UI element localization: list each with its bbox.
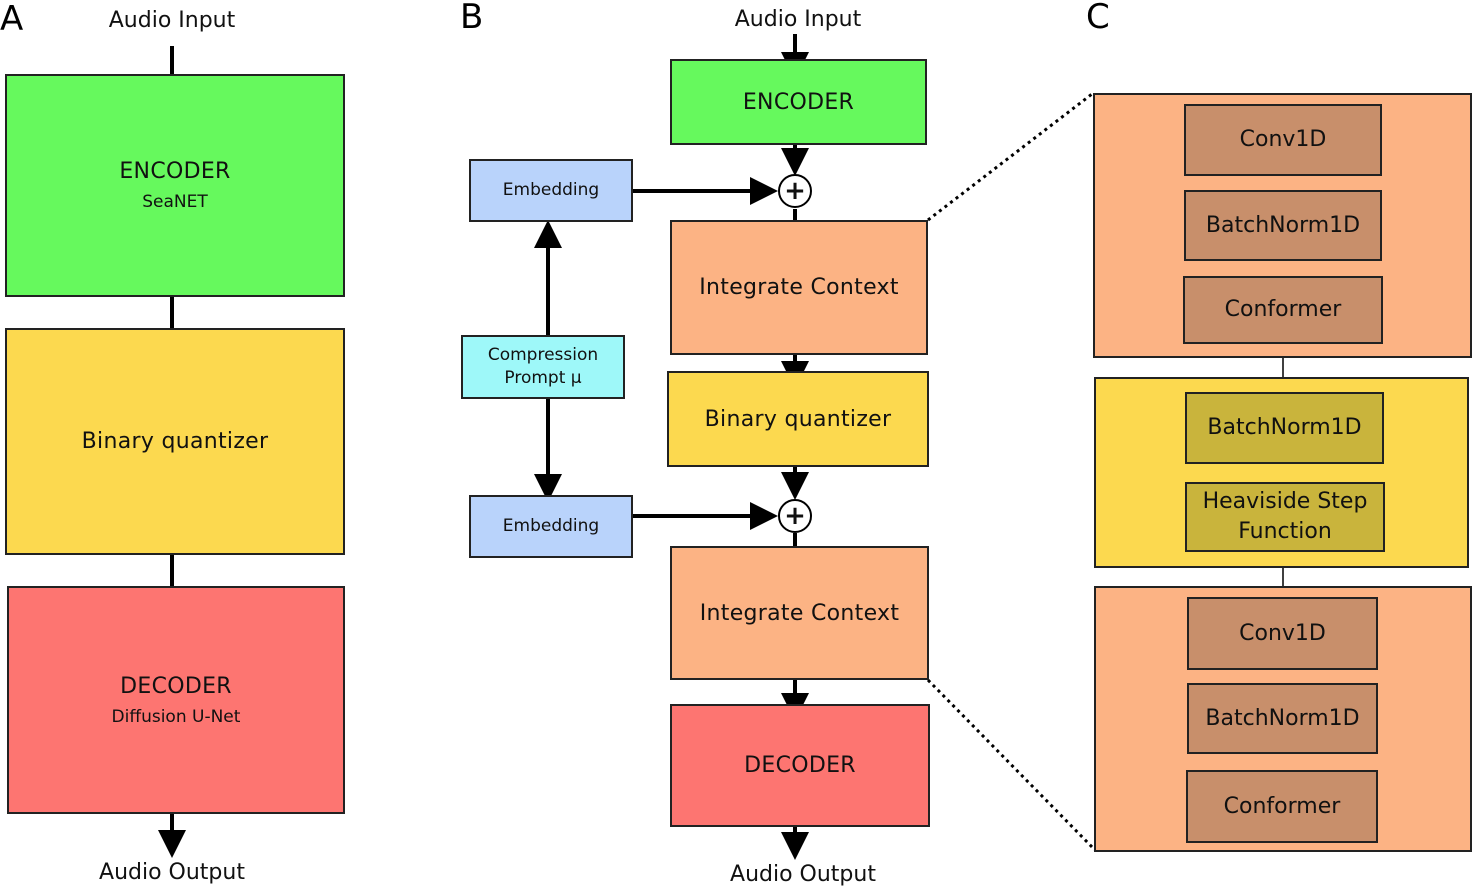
panel-c-conv1d-bottom-label: Conv1D [1239,620,1326,646]
panel-b-embedding-bottom-label: Embedding [502,516,600,537]
panel-b-context-top-label: Integrate Context [699,275,899,300]
panel-a-decoder-title: DECODER [120,673,232,699]
panel-b-quantizer-label: Binary quantizer [704,406,892,432]
panel-a-decoder-subtitle: Diffusion U-Net [111,706,241,727]
panel-a-quantizer: Binary quantizer [5,328,345,555]
panel-c-letter: C [1086,0,1110,37]
panel-b-prompt-line2: Prompt μ [504,368,582,388]
panel-b-decoder: DECODER [670,704,930,827]
panel-c-heaviside: Heaviside Step Function [1185,482,1385,552]
panel-b-context-top: Integrate Context [670,220,928,355]
panel-c-conv1d-top-label: Conv1D [1239,127,1327,153]
panel-b-context-bottom: Integrate Context [670,546,929,680]
panel-a-encoder: ENCODER SeaNET [5,74,345,297]
panel-b-audio-input: Audio Input [734,7,862,32]
zoom-line-top [927,92,1093,222]
panel-b-prompt-line1: Compression [487,345,599,366]
panel-b-encoder: ENCODER [670,59,927,145]
panel-b-compression-prompt: Compression Prompt μ [461,335,625,399]
panel-c-batchnorm-bottom-label: BatchNorm1D [1205,705,1360,731]
panel-b-letter: B [460,0,484,37]
plus-icon-bottom: + [778,499,812,533]
panel-a-audio-input: Audio Input [108,8,236,33]
panel-b-quantizer: Binary quantizer [667,371,929,467]
plus-icon-top: + [778,174,812,208]
panel-a-audio-output: Audio Output [99,860,245,885]
zoom-line-bottom [926,678,1097,852]
panel-c-conformer-top-label: Conformer [1224,297,1342,323]
panel-a-quantizer-title: Binary quantizer [81,429,269,454]
panel-a-encoder-subtitle: SeaNET [142,192,208,212]
panel-b-encoder-title: ENCODER [742,89,855,115]
panel-c-batchnorm-quant: BatchNorm1D [1185,392,1384,464]
panel-a-encoder-title: ENCODER [119,159,231,184]
panel-a-decoder: DECODER Diffusion U-Net [7,586,345,814]
panel-b-embedding-top-label: Embedding [502,180,600,201]
panel-a-letter: A [0,0,24,39]
panel-b-audio-output: Audio Output [730,862,876,887]
panel-c-conformer-top: Conformer [1183,276,1383,344]
panel-c-heaviside-label: Heaviside Step Function [1202,489,1368,544]
panel-c-batchnorm-top-label: BatchNorm1D [1205,212,1361,238]
panel-c-batchnorm-quant-label: BatchNorm1D [1207,415,1362,441]
panel-c-conformer-bottom: Conformer [1186,770,1378,843]
panel-c-conv1d-bottom: Conv1D [1187,597,1378,670]
panel-b-decoder-label: DECODER [744,753,856,778]
panel-c-conformer-bottom-label: Conformer [1223,793,1341,819]
panel-b-embedding-bottom: Embedding [469,495,633,558]
panel-b-embedding-top: Embedding [469,159,633,222]
panel-c-batchnorm-top: BatchNorm1D [1184,190,1382,261]
panel-c-batchnorm-bottom: BatchNorm1D [1187,683,1378,754]
panel-b-context-bottom-label: Integrate Context [699,600,900,626]
panel-c-conv1d-top: Conv1D [1184,104,1382,176]
